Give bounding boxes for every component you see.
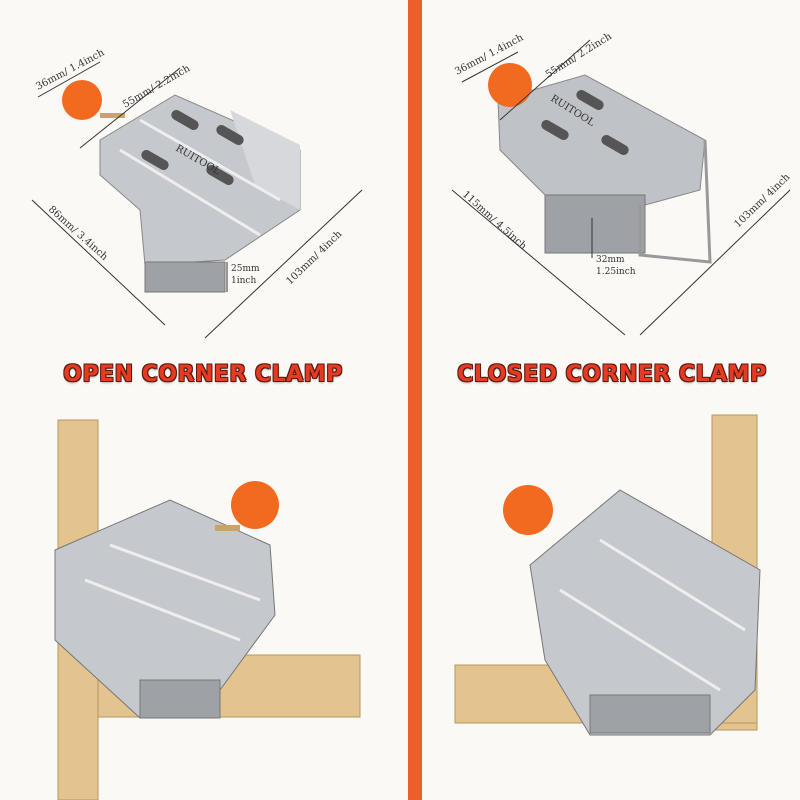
open-clamp-usage-photo <box>54 419 361 800</box>
knob-icon <box>62 80 102 120</box>
knob-icon <box>503 485 553 535</box>
dim-height-in: 1.25inch <box>596 267 636 277</box>
open-clamp-product <box>62 80 301 293</box>
closed-clamp-illustration: RUITOOL 36mm/ 1.4inch 55mm/ 2.2inch 115m… <box>451 31 793 736</box>
closed-clamp-title: CLOSED CORNER CLAMP <box>457 362 767 387</box>
dim-height-mm: 25mm <box>231 264 260 274</box>
dim-width: 55mm/ 2.2inch <box>544 31 615 81</box>
open-corner-clamp-panel: RUITOOL 36mm/ 1.4inch 55mm/ 2.2inch 86mm… <box>31 47 363 800</box>
closed-clamp-product <box>488 63 712 264</box>
knob-icon <box>231 481 279 529</box>
panel-divider <box>408 0 422 800</box>
open-clamp-title: OPEN CORNER CLAMP <box>63 362 343 387</box>
knob-icon <box>488 63 532 107</box>
dim-height-mm: 32mm <box>596 255 625 265</box>
dim-side: 86mm/ 3.4inch <box>46 204 110 263</box>
dim-side: 115mm/ 4.5inch <box>460 189 529 253</box>
closed-clamp-usage-photo <box>454 414 761 736</box>
dim-length: 103mm/ 4inch <box>284 228 344 287</box>
dim-length: 103mm/ 4inch <box>732 171 792 230</box>
open-clamp-illustration: RUITOOL 36mm/ 1.4inch 55mm/ 2.2inch 86mm… <box>31 47 363 800</box>
dim-height-in: 1inch <box>231 276 256 286</box>
closed-corner-clamp-panel: RUITOOL 36mm/ 1.4inch 55mm/ 2.2inch 115m… <box>424 0 800 800</box>
